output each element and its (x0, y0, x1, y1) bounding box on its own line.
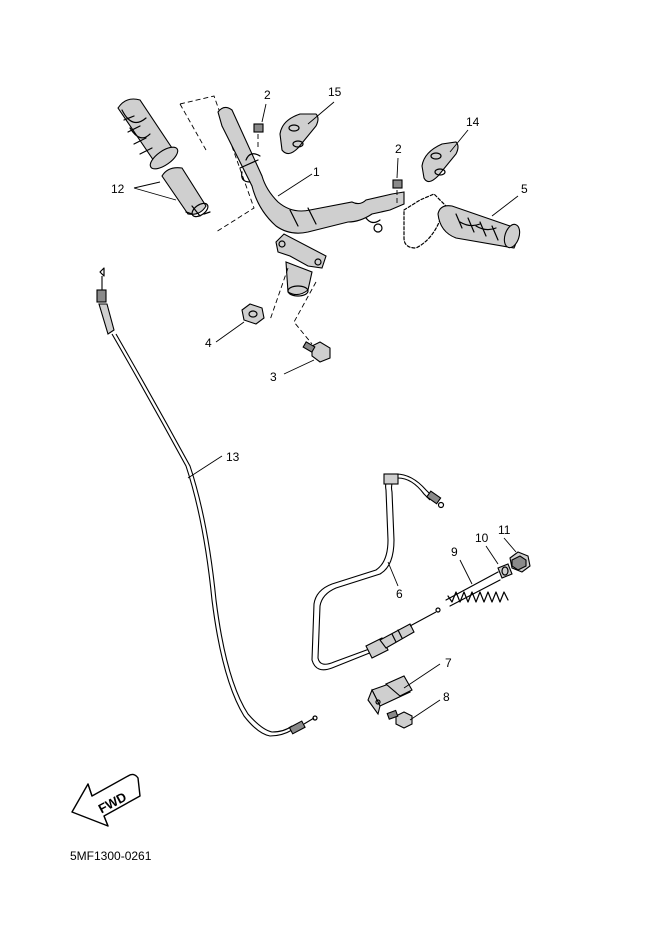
callout-9: 9 (451, 545, 458, 559)
callout-10: 10 (475, 531, 489, 545)
callout-14: 14 (466, 115, 480, 129)
throttle-cable-part (96, 267, 318, 737)
callout-8: 8 (443, 690, 450, 704)
handlebar-part (217, 106, 405, 345)
brake-cable-part (311, 473, 445, 671)
nut-11-part (503, 537, 531, 573)
left-grip-part (117, 95, 255, 233)
bolt-3-part (283, 341, 331, 375)
callout-3: 3 (270, 370, 277, 384)
diagram-code: 5MF1300-0261 (70, 849, 152, 863)
nut-4-part (215, 303, 265, 343)
callout-7: 7 (445, 656, 452, 670)
callout-4: 4 (205, 336, 212, 350)
fwd-arrow-icon: FWD (71, 773, 141, 827)
screw-8-part (386, 699, 441, 729)
bracket-7-part (367, 663, 441, 716)
bracket-14-part (421, 129, 469, 183)
callout-11: 11 (498, 523, 511, 537)
callout-2b: 2 (395, 142, 402, 156)
callout-13: 13 (226, 450, 240, 464)
nut-2b-part (392, 157, 403, 206)
callout-15: 15 (328, 85, 342, 99)
pin-10-part (485, 545, 513, 579)
callout-5: 5 (521, 182, 528, 196)
spring-9-part (445, 559, 509, 607)
bracket-15-part (279, 101, 335, 155)
callout-12: 12 (111, 182, 125, 196)
callout-1: 1 (313, 165, 320, 179)
callout-6: 6 (396, 587, 403, 601)
right-grip-part (403, 193, 521, 249)
nut-2a-part (253, 103, 267, 150)
callout-2a: 2 (264, 88, 271, 102)
